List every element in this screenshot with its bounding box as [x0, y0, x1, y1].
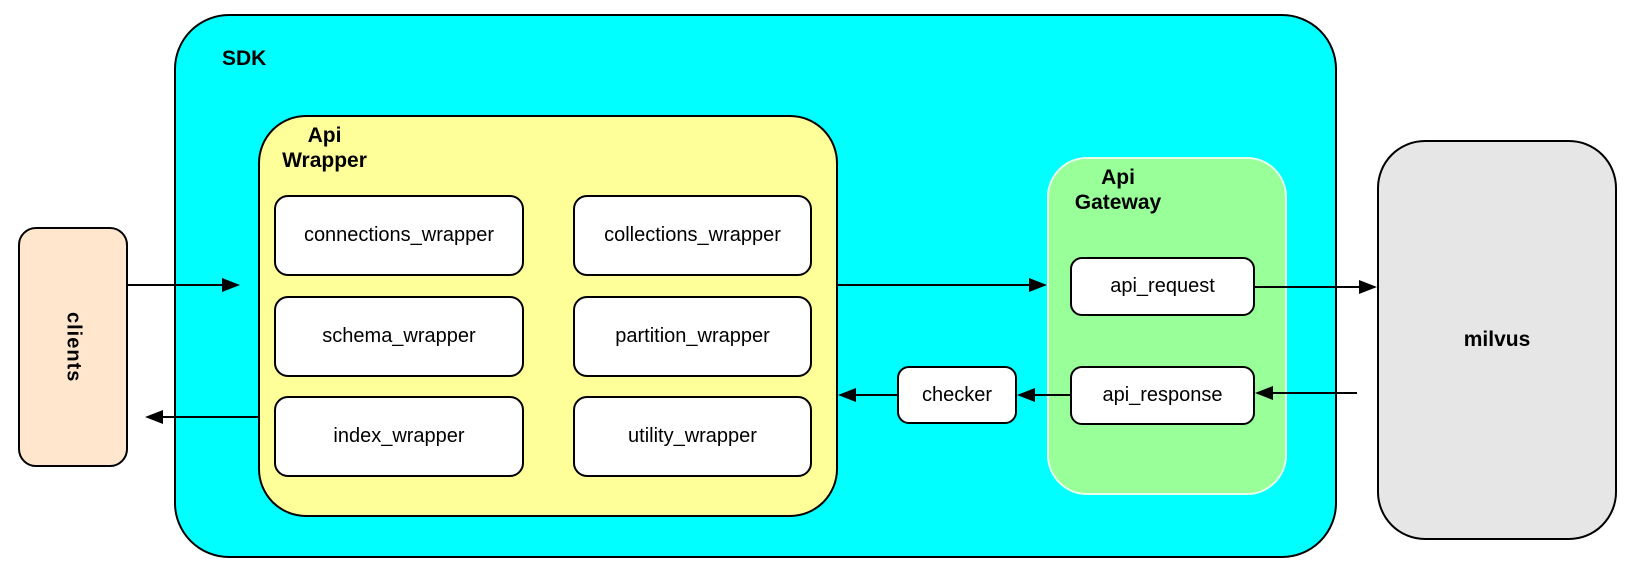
api-gateway-label: Api Gateway [1059, 165, 1177, 215]
arrow-clients-to-sdk [128, 278, 240, 292]
api-wrapper-label-line1: Api [307, 124, 342, 147]
arrow-line [1255, 286, 1363, 288]
api-request-label: api_request [1110, 275, 1215, 297]
milvus-node: milvus [1377, 140, 1617, 540]
arrow-head-icon [222, 278, 240, 292]
arrow-head-icon [838, 388, 856, 402]
clients-node: clients [18, 227, 128, 467]
arrow-line [838, 284, 1033, 286]
milvus-label: milvus [1463, 328, 1531, 351]
arrow-line [852, 394, 897, 396]
module-partition-wrapper: partition_wrapper [573, 296, 812, 377]
module-connections-wrapper: connections_wrapper [274, 195, 524, 276]
arrow-checker-to-wrapper [838, 388, 897, 402]
api-wrapper-label-line2: Wrapper [282, 149, 367, 172]
arrow-line [128, 284, 226, 286]
module-label: partition_wrapper [615, 325, 770, 347]
module-index-wrapper: index_wrapper [274, 396, 524, 477]
checker-node: checker [897, 366, 1017, 424]
api-gateway-label-line2: Gateway [1074, 191, 1162, 214]
sdk-label: SDK [222, 47, 267, 70]
module-label: connections_wrapper [303, 224, 495, 246]
arrow-head-icon [1255, 386, 1273, 400]
module-utility-wrapper: utility_wrapper [573, 396, 812, 477]
arrow-head-icon [1029, 278, 1047, 292]
api-wrapper-label: Api Wrapper [272, 123, 377, 173]
clients-label: clients [62, 311, 85, 383]
module-label: utility_wrapper [628, 425, 757, 447]
module-label: collections_wrapper [604, 224, 781, 246]
checker-label: checker [921, 383, 993, 406]
arrow-milvus-to-response [1255, 386, 1357, 400]
api-gateway-container: Api Gateway [1047, 157, 1287, 495]
arrow-line [159, 416, 258, 418]
arrow-head-icon [1017, 388, 1035, 402]
arrow-wrapper-to-gateway [838, 278, 1047, 292]
api-request-node: api_request [1070, 257, 1255, 316]
arrow-head-icon [145, 410, 163, 424]
api-response-node: api_response [1070, 366, 1255, 425]
api-response-label: api_response [1102, 384, 1223, 406]
arrow-line [1031, 394, 1070, 396]
module-collections-wrapper: collections_wrapper [573, 195, 812, 276]
arrow-wrapper-to-clients [145, 410, 258, 424]
arrow-line [1269, 392, 1357, 394]
arrow-request-to-milvus [1255, 280, 1377, 294]
module-label: index_wrapper [333, 425, 465, 447]
arrow-head-icon [1359, 280, 1377, 294]
arrow-response-to-checker [1017, 388, 1070, 402]
module-schema-wrapper: schema_wrapper [274, 296, 524, 377]
module-label: schema_wrapper [322, 325, 476, 347]
api-gateway-label-line1: Api [1101, 166, 1135, 189]
